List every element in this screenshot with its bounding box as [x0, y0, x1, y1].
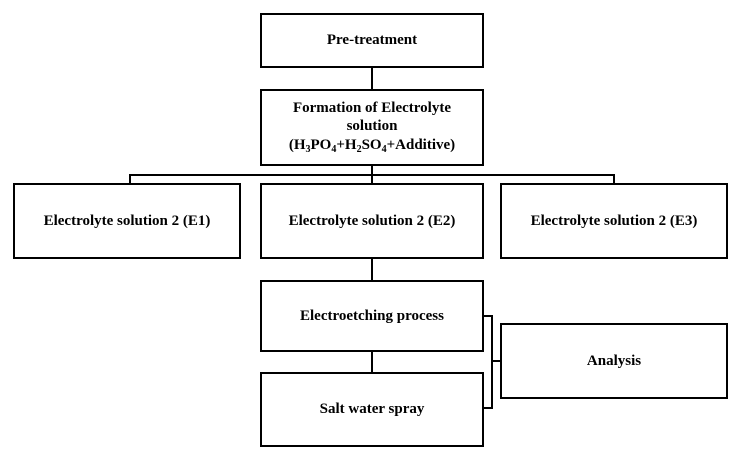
saltspray-box: Salt water spray	[260, 372, 484, 447]
electrolyte-e3-box: Electrolyte solution 2 (E3)	[500, 183, 728, 259]
electrolyte-e1-box: Electrolyte solution 2 (E1)	[13, 183, 241, 259]
formation-label-line2: solution	[346, 118, 398, 135]
electroetching-box: Electroetching process	[260, 280, 484, 352]
analysis-box: Analysis	[500, 323, 728, 399]
pretreatment-label: Pre-treatment	[326, 32, 418, 49]
electrolyte-e2-label: Electrolyte solution 2 (E2)	[288, 212, 456, 229]
electrolyte-e1-label: Electrolyte solution 2 (E1)	[43, 212, 211, 229]
formation-label-line1: Formation of Electrolyte	[292, 99, 451, 116]
electroetching-label: Electroetching process	[299, 307, 444, 324]
saltspray-label: Salt water spray	[319, 401, 425, 418]
pretreatment-box: Pre-treatment	[260, 13, 484, 68]
electrolyte-e3-label: Electrolyte solution 2 (E3)	[530, 212, 698, 229]
electrolyte-e2-box: Electrolyte solution 2 (E2)	[260, 183, 484, 259]
connector-formation-e1	[129, 174, 372, 183]
formation-electrolyte-box: Formation of Electrolyte solution (H3PO4…	[260, 89, 484, 166]
bracket-electroetching-saltspray	[484, 315, 493, 409]
analysis-label: Analysis	[586, 352, 642, 369]
formation-label-line3: (H3PO4+H2SO4+Additive)	[288, 137, 456, 155]
connector-formation-e3	[372, 174, 615, 183]
